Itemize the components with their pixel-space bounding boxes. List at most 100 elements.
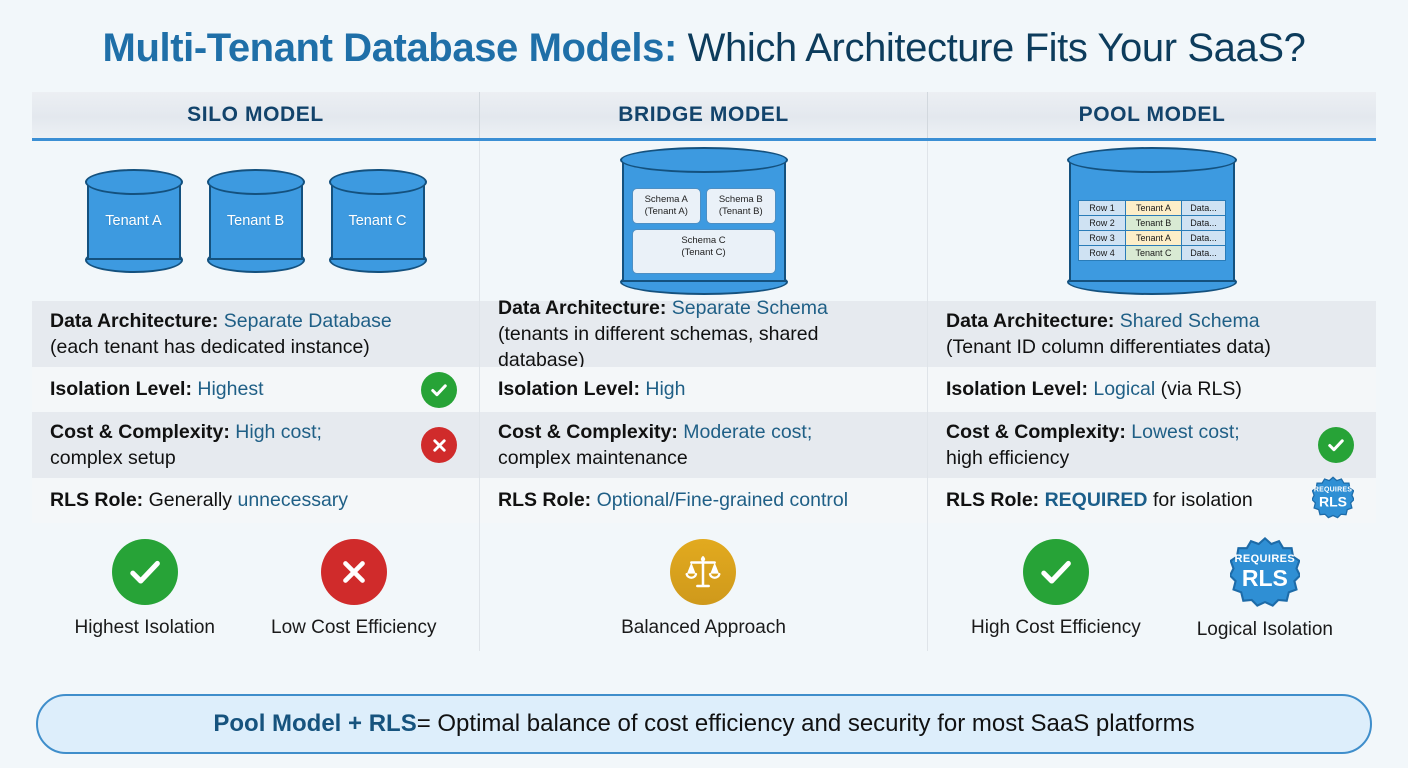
- check-circle-icon: [1318, 427, 1354, 463]
- summary-label: Balanced Approach: [621, 617, 786, 638]
- cylinder-label: Tenant C: [348, 213, 407, 229]
- summary-label: Highest Isolation: [74, 617, 215, 638]
- pool-diagram: Row 1 Tenant A Data... Row 2 Tenant B Da…: [928, 141, 1376, 301]
- row-rls-role-silo: RLS Role: Generally unnecessary: [32, 478, 479, 523]
- column-header-bridge: BRIDGE MODEL: [480, 92, 928, 138]
- footer-text: = Optimal balance of cost efficiency and…: [416, 710, 1195, 737]
- page-title-primary: Multi-Tenant Database Models:: [102, 25, 678, 70]
- row-rls-role-pool: RLS Role: REQUIRED for isolation REQUIRE…: [928, 475, 1376, 523]
- row-label: Cost & Complexity:: [946, 420, 1126, 443]
- table-cell-data: Data...: [1180, 199, 1227, 216]
- summary-item-logical-isolation: REQUIRES RLS Logical Isolation: [1196, 536, 1333, 641]
- database-cylinder-tenant-c: Tenant C: [328, 169, 427, 273]
- page-title: Multi-Tenant Database Models: Which Arch…: [103, 26, 1306, 71]
- table-cell-data: Data...: [1180, 244, 1227, 261]
- x-circle-icon: [421, 427, 457, 463]
- cylinder-top-icon: [206, 169, 305, 195]
- row-label: RLS Role:: [946, 489, 1040, 512]
- schema-box-group: Schema A (Tenant A) Schema B (Tenant B) …: [622, 160, 786, 282]
- table-cell-row: Row 3: [1077, 229, 1127, 246]
- row-note: high efficiency: [946, 447, 1070, 469]
- schema-box-b-title: Schema B: [718, 194, 763, 205]
- row-note: for isolation: [1147, 489, 1253, 512]
- badge-bottom-label: RLS: [1319, 492, 1347, 509]
- row-cost-complexity-pool: Cost & Complexity: Lowest cost; high eff…: [928, 412, 1376, 478]
- x-circle-icon: [320, 539, 387, 605]
- table-cell-row: Row 4: [1077, 244, 1127, 261]
- badge-bottom-label: RLS: [1241, 565, 1288, 591]
- pool-table-wrap: Row 1 Tenant A Data... Row 2 Tenant B Da…: [1069, 160, 1235, 282]
- database-cylinder-shared: Schema A (Tenant A) Schema B (Tenant B) …: [619, 147, 788, 295]
- schema-box-b: Schema B (Tenant B): [706, 188, 776, 225]
- row-value: Separate Schema: [666, 296, 828, 319]
- row-label: Data Architecture:: [50, 309, 219, 332]
- row-value: REQUIRED: [1039, 489, 1148, 512]
- requires-rls-badge-icon: REQUIRES RLS: [1228, 536, 1302, 607]
- cylinder-top-icon: [619, 147, 788, 173]
- attribute-column-bridge: Data Architecture: Separate Schema (tena…: [480, 297, 928, 523]
- table-row: Row 3 Tenant A Data...: [1077, 229, 1227, 246]
- row-value: Lowest cost;: [1125, 420, 1240, 443]
- summary-cell-bridge: Balanced Approach: [480, 523, 928, 651]
- schema-box-c-subtitle: (Tenant C): [681, 247, 726, 259]
- cylinder-label: Tenant A: [105, 213, 162, 229]
- table-cell-tenant: Tenant A: [1125, 199, 1182, 216]
- row-value: High: [639, 378, 686, 401]
- diagram-row: Tenant A Tenant B Tenant C: [32, 141, 1376, 301]
- check-circle-icon: [111, 539, 178, 605]
- silo-diagram: Tenant A Tenant B Tenant C: [32, 141, 480, 301]
- row-value: Highest: [191, 378, 264, 401]
- row-label: RLS Role:: [50, 489, 144, 512]
- row-value: Separate Database: [218, 309, 392, 332]
- footer-highlight: Pool Model + RLS: [213, 710, 417, 737]
- attribute-column-pool: Data Architecture: Shared Schema (Tenant…: [928, 301, 1376, 523]
- row-value: unnecessary: [237, 489, 349, 512]
- row-note: complex maintenance: [498, 447, 688, 469]
- row-isolation-level-pool: Isolation Level: Logical (via RLS): [928, 367, 1376, 412]
- row-isolation-level-bridge: Isolation Level: High: [480, 367, 927, 412]
- schema-box-a: Schema A (Tenant A): [631, 188, 701, 225]
- badge-top-label: REQUIRES: [1313, 485, 1353, 493]
- table-cell-tenant: Tenant A: [1125, 229, 1182, 246]
- table-cell-data: Data...: [1180, 229, 1227, 246]
- table-row: Row 2 Tenant B Data...: [1077, 214, 1227, 231]
- row-note: (tenants in different schemas, shared da…: [498, 322, 819, 372]
- row-label: Data Architecture:: [946, 309, 1115, 332]
- summary-label: Logical Isolation: [1196, 619, 1333, 640]
- shared-table: Row 1 Tenant A Data... Row 2 Tenant B Da…: [1077, 199, 1227, 261]
- starburst-shape-icon: [1311, 475, 1355, 518]
- database-cylinder-tenant-b: Tenant B: [206, 169, 305, 273]
- row-rls-role-bridge: RLS Role: Optional/Fine-grained control: [480, 478, 927, 523]
- cylinder-label: Tenant B: [226, 213, 285, 229]
- summary-label: High Cost Efficiency: [971, 617, 1141, 638]
- column-header-pool: POOL MODEL: [1078, 103, 1226, 126]
- silo-cylinder-group: Tenant A Tenant B Tenant C: [84, 169, 427, 273]
- schema-box-b-subtitle: (Tenant B): [718, 206, 763, 218]
- row-value: High cost;: [229, 420, 322, 443]
- table-row: Row 1 Tenant A Data...: [1077, 199, 1227, 216]
- summary-item-low-cost-efficiency: Low Cost Efficiency: [271, 539, 436, 639]
- cylinder-body: [208, 182, 303, 260]
- schema-box-row: Schema A (Tenant A) Schema B (Tenant B): [631, 188, 776, 225]
- cylinder-top-icon: [84, 169, 183, 195]
- row-value: Optional/Fine-grained control: [591, 489, 849, 512]
- page-title-secondary: Which Architecture Fits Your SaaS?: [676, 25, 1306, 70]
- table-cell-tenant: Tenant C: [1125, 244, 1182, 261]
- row-plain: Generally: [143, 489, 238, 512]
- row-note: (Tenant ID column differentiates data): [946, 336, 1271, 358]
- schema-box-a-title: Schema A: [644, 194, 688, 205]
- bridge-diagram: Schema A (Tenant A) Schema B (Tenant B) …: [480, 141, 928, 301]
- attribute-rows: Data Architecture: Separate Database (ea…: [32, 297, 1376, 523]
- row-data-architecture-bridge: Data Architecture: Separate Schema (tena…: [480, 297, 927, 371]
- row-label: Data Architecture:: [498, 296, 667, 319]
- badge-top-label: REQUIRES: [1234, 553, 1296, 565]
- row-note: (each tenant has dedicated instance): [50, 336, 370, 358]
- row-value: Logical: [1087, 378, 1156, 401]
- row-note: (via RLS): [1155, 378, 1242, 401]
- row-data-architecture-silo: Data Architecture: Separate Database (ea…: [32, 301, 479, 367]
- row-cost-complexity-silo: Cost & Complexity: High cost; complex se…: [32, 412, 479, 478]
- summary-label: Low Cost Efficiency: [271, 617, 437, 638]
- title-bar: Multi-Tenant Database Models: Which Arch…: [0, 0, 1408, 92]
- cylinder-body: [86, 182, 181, 260]
- row-label: Isolation Level:: [946, 378, 1088, 401]
